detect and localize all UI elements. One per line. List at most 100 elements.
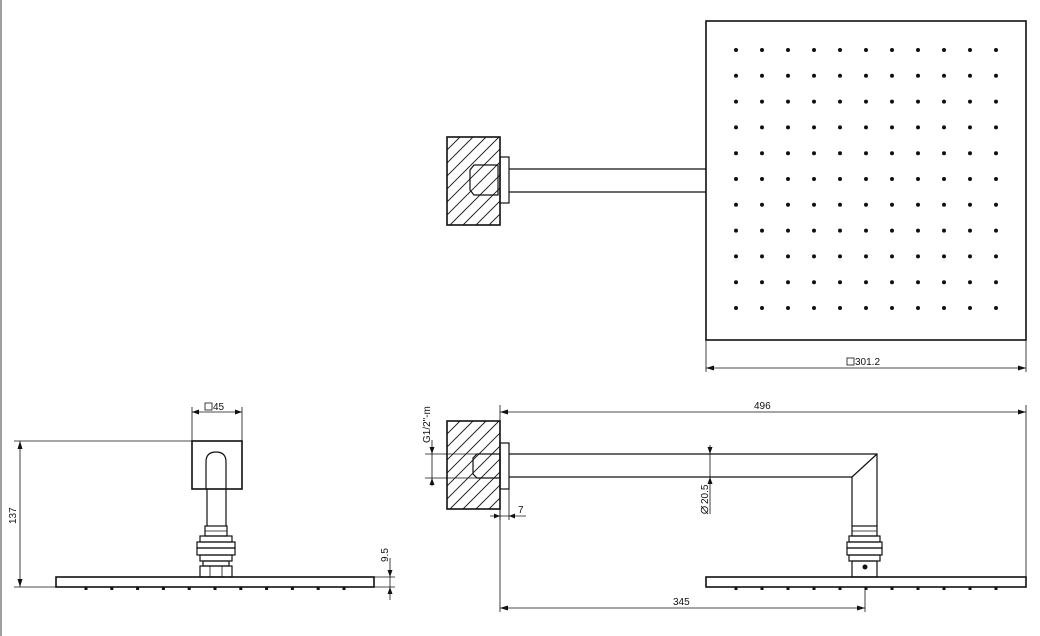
nozzle-tick [838, 587, 842, 590]
label-thread: G1/2"-m [422, 406, 433, 443]
nozzle-dot [942, 202, 946, 207]
nozzle-dot [942, 48, 946, 52]
nozzle-dot [734, 99, 738, 104]
nozzle-dot [968, 306, 972, 310]
label-head-size: 301.2 [855, 357, 880, 368]
nozzle-dot [916, 48, 920, 52]
nozzle-dot [734, 228, 738, 233]
nozzle-dot [994, 99, 998, 104]
nozzle-dot [760, 202, 764, 207]
nozzle-dot [812, 254, 816, 259]
nozzle-tick [916, 587, 920, 590]
nozzle-dot [994, 202, 998, 207]
nozzle-dot [838, 73, 842, 78]
nozzle-dot [760, 280, 764, 285]
nozzle-dot [864, 151, 868, 156]
nozzle-tick [213, 587, 217, 590]
nozzle-tick [187, 587, 191, 590]
nozzle-dot [968, 151, 972, 156]
nozzle-dot [890, 48, 894, 52]
wall-hatching-side [447, 421, 500, 509]
nozzle-tick [890, 587, 894, 590]
nozzle-dot [838, 280, 842, 285]
nozzle-dot [994, 254, 998, 259]
head-plate-side [55, 576, 375, 588]
nozzle-dot [890, 254, 894, 259]
dimension-head-size: 301.2 [705, 340, 1027, 372]
nozzle-dot [968, 280, 972, 285]
nozzle-dot [864, 125, 868, 130]
nozzle-dot [786, 254, 790, 259]
nozzle-dot [734, 48, 738, 52]
label-arm-diameter: 20.5 [700, 484, 711, 504]
wall-flange-side [499, 442, 510, 490]
nozzle-dot [812, 202, 816, 207]
nozzle-dot [812, 73, 816, 78]
nozzle-dot [968, 125, 972, 130]
nozzle-dot [864, 228, 868, 233]
nozzle-dot [968, 254, 972, 259]
nozzle-tick [290, 587, 294, 590]
nozzle-dot [942, 254, 946, 259]
nozzle-tick [161, 587, 165, 590]
nozzle-tick [136, 587, 140, 590]
nozzle-dot [786, 202, 790, 207]
nozzle-dot [890, 306, 894, 310]
nozzle-dot [890, 202, 894, 207]
shower-head-plate [705, 20, 1027, 341]
nozzle-dot [734, 280, 738, 285]
nozzle-dot [838, 151, 842, 156]
nozzle-dot [786, 280, 790, 285]
nozzle-dot [968, 73, 972, 78]
nozzle-dot [890, 177, 894, 181]
dimension-center-distance: 345 [499, 509, 866, 612]
nozzle-dot [812, 177, 816, 181]
label-wall-offset: 7 [518, 505, 524, 516]
nozzle-dot [734, 73, 738, 78]
nozzle-dot [760, 177, 764, 181]
nozzle-tick [342, 587, 346, 590]
arm-inner-edge [509, 476, 853, 526]
front-view: 45 137 9.5 [8, 402, 395, 600]
nozzle-dot [916, 73, 920, 78]
nozzle-dot [812, 228, 816, 233]
nozzle-ticks [84, 587, 346, 590]
nozzle-dot [734, 254, 738, 259]
nozzle-dot [994, 151, 998, 156]
nozzle-dot [786, 306, 790, 310]
nozzle-dot [916, 280, 920, 285]
nozzle-dot [942, 280, 946, 285]
nozzle-tick [265, 587, 269, 590]
nozzle-dot [786, 177, 790, 181]
nozzle-dot [994, 48, 998, 52]
nozzle-dot [864, 202, 868, 207]
dimension-total-height: 137 [8, 440, 192, 588]
nozzle-dot [864, 73, 868, 78]
nozzle-dot [942, 228, 946, 233]
nozzle-tick [760, 587, 764, 590]
nozzle-dot [864, 177, 868, 181]
nozzle-dot [942, 177, 946, 181]
nozzle-dot [838, 48, 842, 52]
nozzle-dot [864, 99, 868, 104]
nozzle-dot [786, 151, 790, 156]
nozzle-dot [786, 125, 790, 130]
nozzle-dot [786, 228, 790, 233]
nozzle-dot [890, 228, 894, 233]
nozzle-dot [890, 99, 894, 104]
nozzle-dot [786, 73, 790, 78]
dimension-head-thickness: 9.5 [374, 548, 395, 600]
dimension-thread: G1/2"-m [422, 406, 477, 486]
nozzle-dot [968, 177, 972, 181]
wall-hatching [447, 137, 500, 225]
nozzle-dot [994, 306, 998, 310]
nozzle-dot [734, 306, 738, 310]
head-plate-side-right [705, 576, 1027, 588]
nozzle-tick [994, 587, 998, 590]
nozzle-dot [734, 125, 738, 130]
nozzle-dot [864, 280, 868, 285]
nozzle-dot [994, 73, 998, 78]
nozzle-dot [760, 73, 764, 78]
nozzle-dot [916, 125, 920, 130]
